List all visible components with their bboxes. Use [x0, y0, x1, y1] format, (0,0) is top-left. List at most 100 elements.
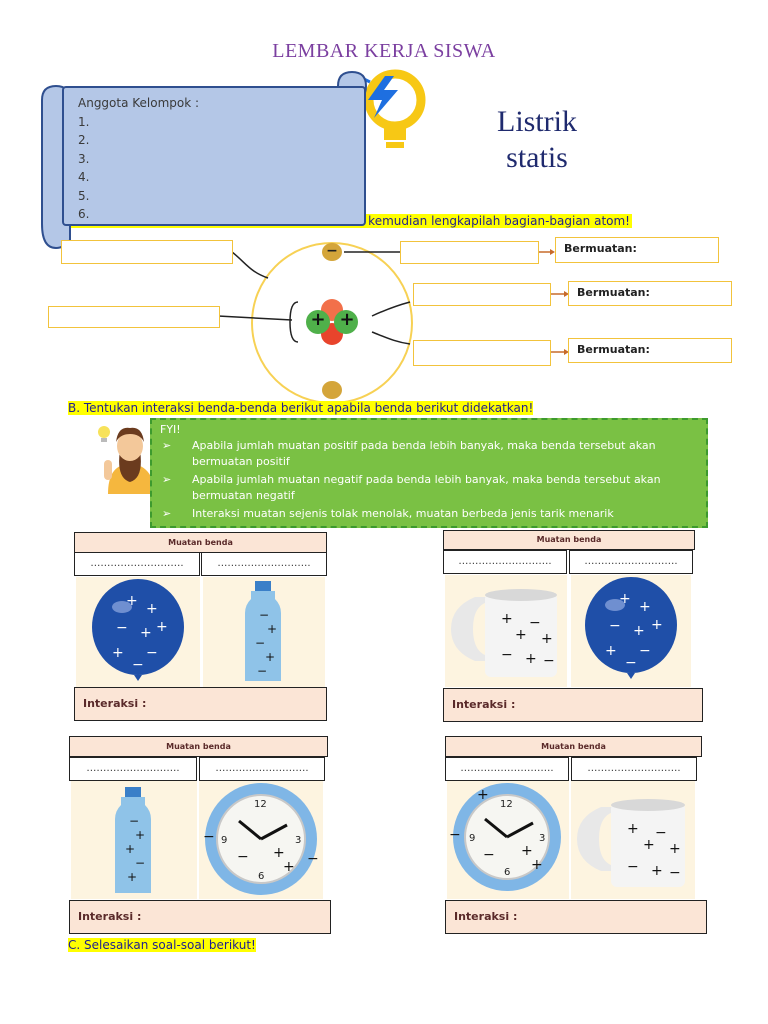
- worksheet-title: LEMBAR KERJA SISWA: [272, 40, 496, 62]
- svg-text:−: −: [627, 859, 639, 875]
- bottle-image: −+−+−: [203, 577, 325, 687]
- svg-text:+: +: [639, 599, 651, 615]
- svg-text:−: −: [132, 657, 144, 673]
- fyi-box: FYI! Apabila jumlah muatan positif pada …: [150, 418, 708, 528]
- svg-text:+: +: [643, 837, 655, 853]
- balloon-image-2: ++−+++−−: [571, 575, 691, 687]
- member-5[interactable]: 5.: [78, 188, 90, 203]
- interaction-card-1: Muatan benda ………………………. ………………………. ++−++…: [74, 532, 328, 721]
- card-1-interaction-input[interactable]: Interaksi :: [74, 687, 327, 721]
- card-1-header: Muatan benda: [74, 532, 327, 553]
- mug-image-2: +−++−+−: [571, 781, 695, 899]
- member-6[interactable]: 6.: [78, 207, 90, 221]
- svg-text:+: +: [477, 787, 489, 803]
- svg-text:−: −: [307, 851, 319, 867]
- section-c-instruction: C. Selesaikan soal-soal berikut!: [68, 938, 256, 952]
- card-3-charge-input-left[interactable]: ……………………….: [69, 757, 197, 781]
- svg-text:−: −: [655, 825, 667, 841]
- charge-label-1: Bermuatan:: [564, 242, 637, 255]
- group-label: Anggota Kelompok :: [78, 96, 200, 110]
- electron-bottom: [322, 381, 342, 399]
- svg-text:+: +: [126, 593, 138, 609]
- card-1-charge-input-left[interactable]: ……………………….: [74, 552, 200, 576]
- svg-text:3: 3: [539, 833, 545, 844]
- card-2-charge-input-left[interactable]: ……………………….: [443, 550, 567, 574]
- svg-text:+: +: [515, 627, 527, 643]
- charge-box-2[interactable]: Bermuatan:: [568, 281, 732, 306]
- svg-text:9: 9: [221, 835, 227, 846]
- atom-part-input-3[interactable]: [400, 241, 539, 264]
- proton-symbol-1: +: [310, 309, 326, 330]
- svg-text:+: +: [525, 651, 537, 667]
- svg-text:−: −: [259, 608, 269, 622]
- svg-text:+: +: [267, 622, 277, 636]
- fyi-item-3: Interaksi muatan sejenis tolak menolak, …: [162, 506, 706, 522]
- svg-text:6: 6: [258, 871, 264, 882]
- member-3[interactable]: 3.: [78, 151, 90, 166]
- svg-text:−: −: [625, 655, 637, 671]
- card-4-interaction-input[interactable]: Interaksi :: [445, 900, 707, 934]
- svg-text:−: −: [609, 618, 621, 634]
- balloon-image: ++−+++−−: [76, 577, 200, 687]
- svg-text:+: +: [127, 870, 137, 884]
- svg-text:−: −: [237, 849, 249, 865]
- svg-text:+: +: [619, 591, 631, 607]
- svg-text:+: +: [273, 845, 285, 861]
- charge-box-1[interactable]: Bermuatan:: [555, 237, 719, 263]
- svg-text:−: −: [449, 827, 461, 843]
- svg-text:+: +: [501, 611, 513, 627]
- fyi-item-2: Apabila jumlah muatan negatif pada benda…: [162, 472, 706, 504]
- member-1[interactable]: 1.: [78, 114, 90, 129]
- interaction-card-2: Muatan benda ………………………. ………………………. +−++−…: [443, 530, 703, 722]
- svg-text:+: +: [651, 863, 663, 879]
- card-1-charge-input-right[interactable]: ……………………….: [201, 552, 327, 576]
- card-2-charge-input-right[interactable]: ……………………….: [569, 550, 693, 574]
- svg-text:−: −: [129, 814, 139, 828]
- svg-text:−: −: [116, 620, 128, 636]
- svg-text:+: +: [112, 645, 124, 661]
- svg-text:−: −: [543, 653, 555, 669]
- fyi-title: FYI!: [160, 423, 181, 436]
- svg-text:+: +: [521, 843, 533, 859]
- atom-part-input-5[interactable]: [413, 340, 551, 366]
- scientist-avatar-icon: [98, 426, 156, 494]
- atom-part-input-1[interactable]: [61, 240, 233, 264]
- card-4-charge-input-left[interactable]: ……………………….: [445, 757, 569, 781]
- section-b-instruction: B. Tentukan interaksi benda-benda beriku…: [68, 401, 534, 415]
- lightbulb-icon: [357, 69, 426, 148]
- charge-box-3[interactable]: Bermuatan:: [568, 338, 732, 363]
- svg-text:+: +: [146, 601, 158, 617]
- svg-text:−: −: [203, 829, 215, 845]
- svg-text:−: −: [146, 645, 158, 661]
- svg-text:+: +: [283, 859, 295, 875]
- mug-image: +−++−+−: [445, 575, 567, 687]
- svg-text:+: +: [605, 643, 617, 659]
- svg-text:−: −: [501, 647, 513, 663]
- atom-diagram: [217, 242, 569, 402]
- svg-text:−: −: [257, 664, 267, 678]
- card-2-header: Muatan benda: [443, 530, 695, 550]
- svg-text:+: +: [265, 650, 275, 664]
- svg-text:+: +: [125, 842, 135, 856]
- card-3-interaction-input[interactable]: Interaksi :: [69, 900, 331, 934]
- member-2[interactable]: 2.: [78, 133, 90, 147]
- topic-line-2: statis: [506, 141, 568, 174]
- svg-text:+: +: [140, 625, 152, 641]
- atom-part-input-4[interactable]: [413, 283, 551, 306]
- svg-text:12: 12: [500, 799, 513, 810]
- topic-title: Listrik statis: [470, 104, 604, 176]
- svg-text:3: 3: [295, 835, 301, 846]
- atom-part-input-2[interactable]: [48, 306, 220, 328]
- card-3-charge-input-right[interactable]: ……………………….: [199, 757, 325, 781]
- svg-text:+: +: [651, 617, 663, 633]
- svg-text:+: +: [541, 631, 553, 647]
- svg-text:6: 6: [504, 867, 510, 878]
- svg-text:+: +: [669, 841, 681, 857]
- fyi-list: Apabila jumlah muatan positif pada benda…: [152, 438, 706, 522]
- svg-text:−: −: [639, 643, 651, 659]
- card-2-interaction-input[interactable]: Interaksi :: [443, 688, 703, 722]
- svg-text:−: −: [135, 856, 145, 870]
- member-4[interactable]: 4.: [78, 170, 90, 184]
- card-4-charge-input-right[interactable]: ……………………….: [571, 757, 697, 781]
- topic-line-1: Listrik: [497, 105, 577, 138]
